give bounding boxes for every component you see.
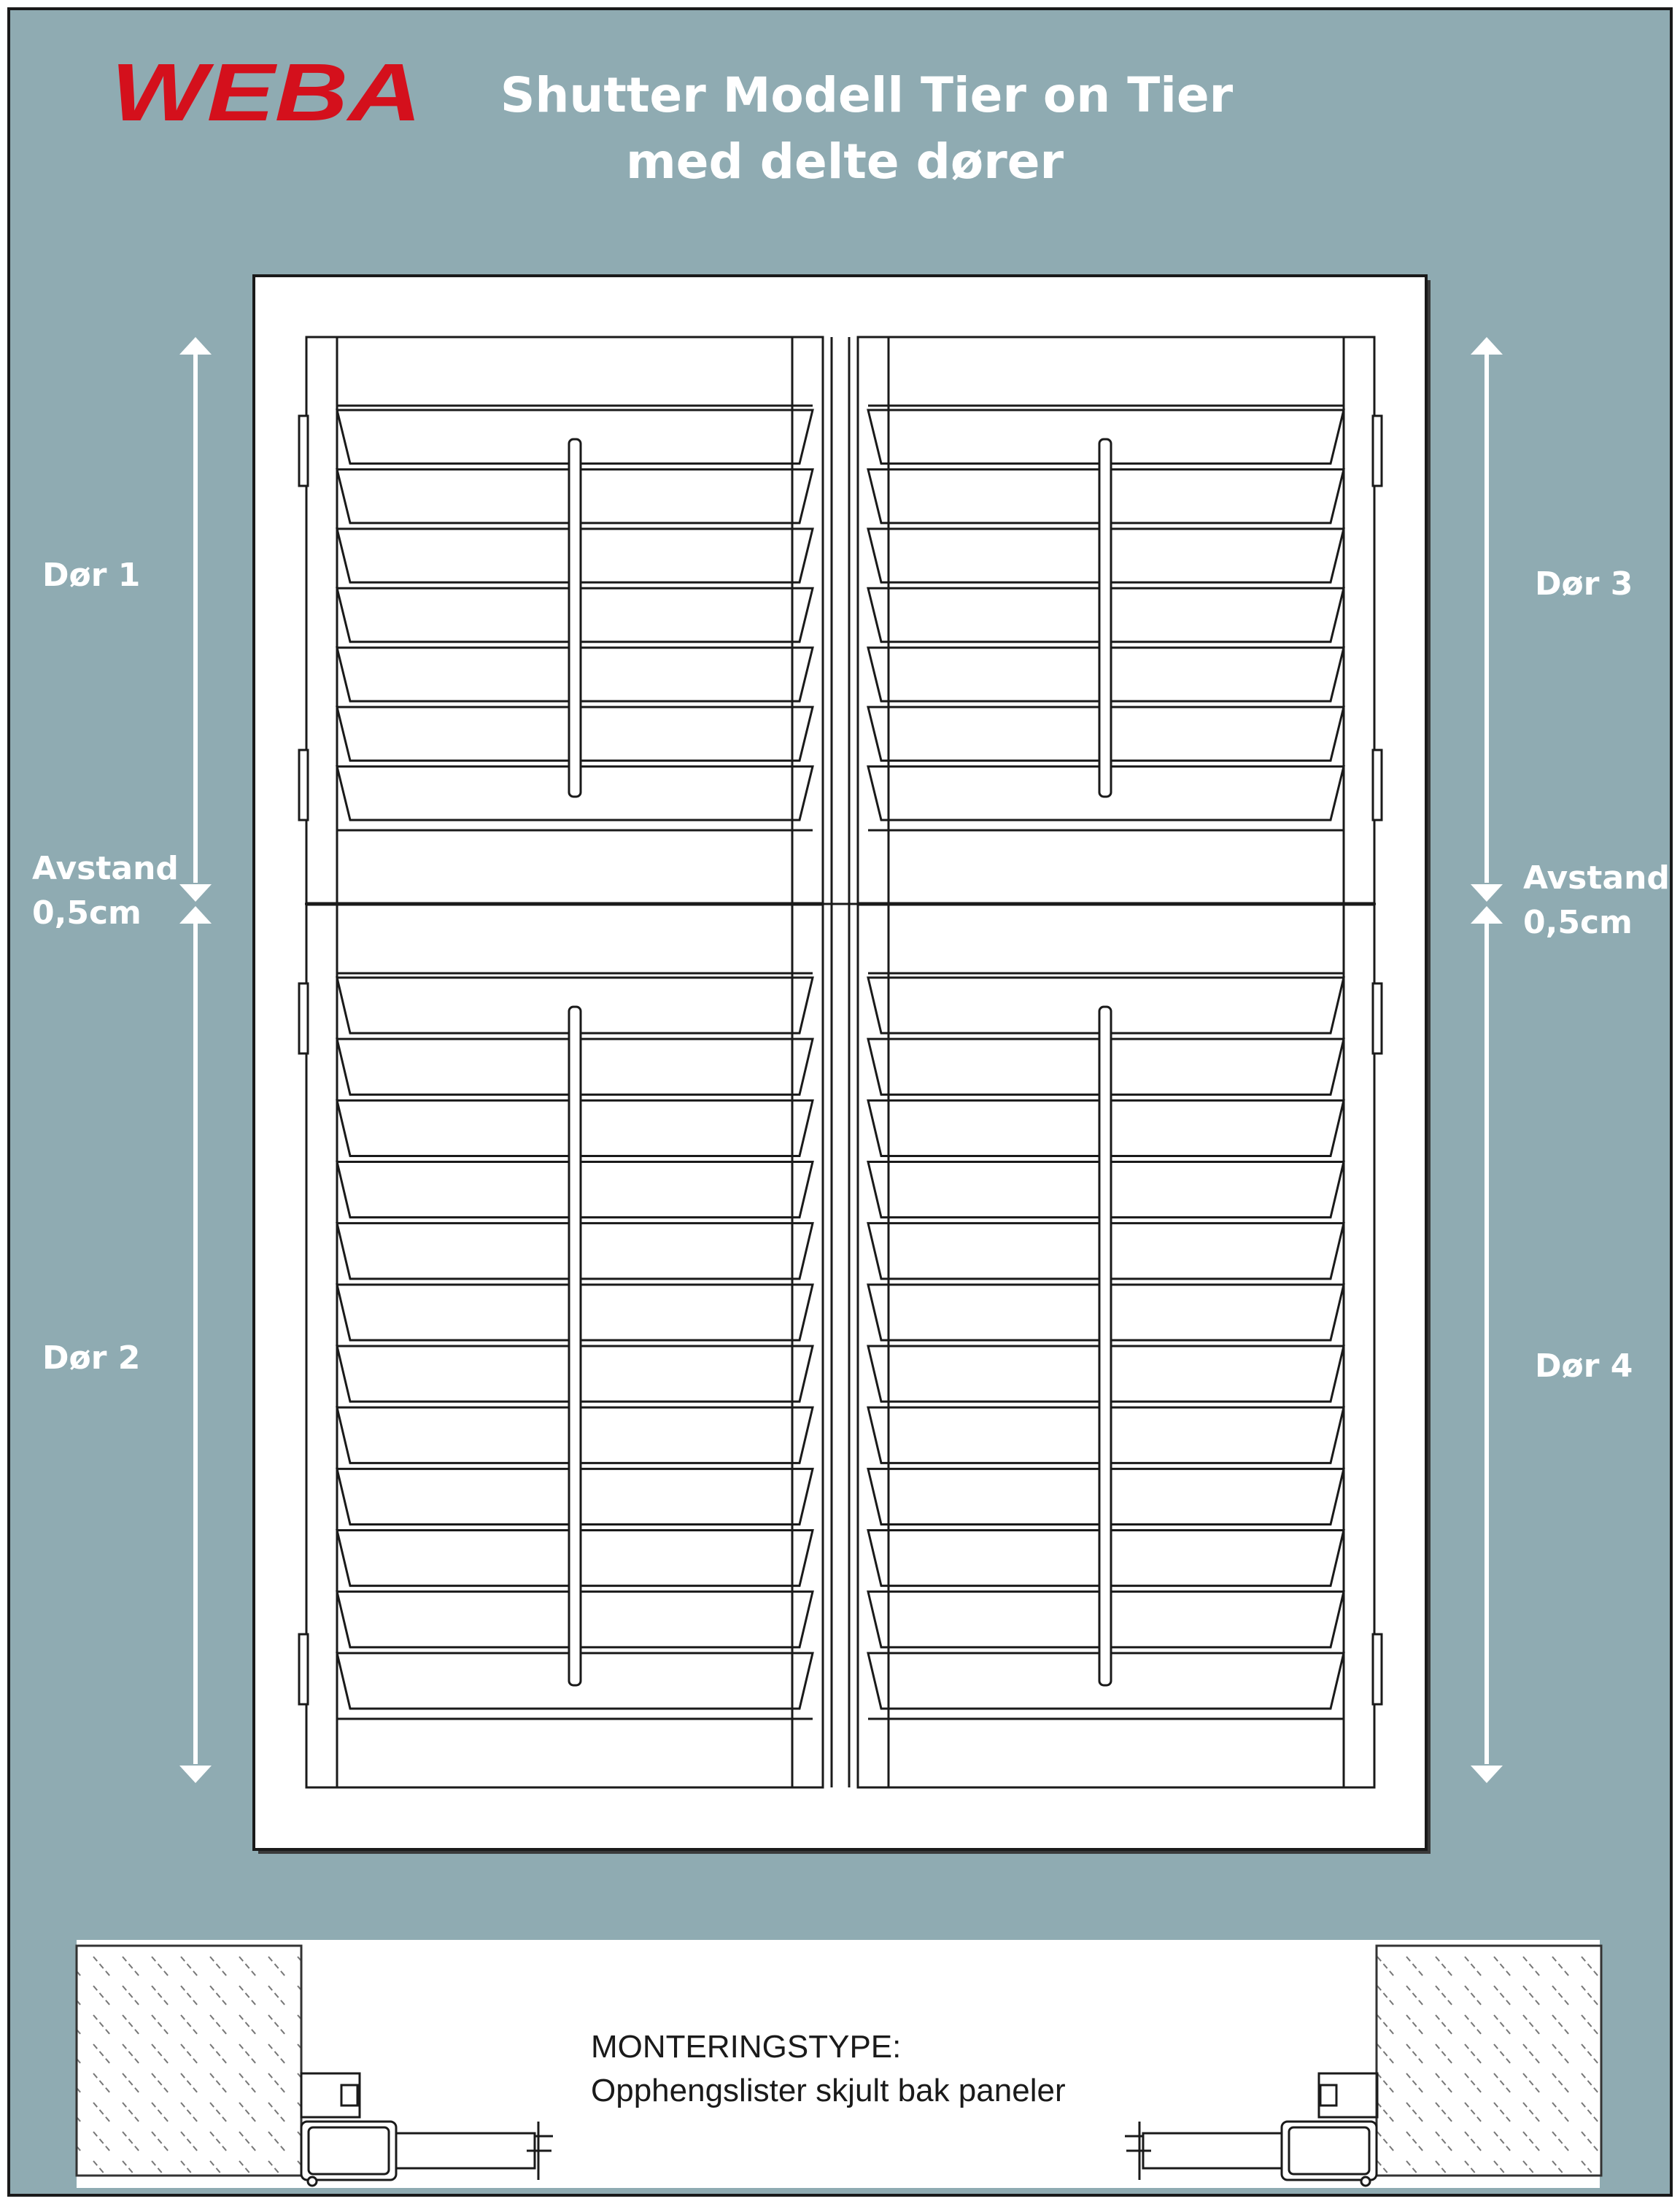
label-gap-left-2: 0,5cm <box>32 894 142 932</box>
door-1-tilt-rod <box>568 438 582 798</box>
door2-arrow-down <box>179 1766 212 1783</box>
right-dimensions <box>1471 337 1503 1783</box>
label-gap-left-1: Avstand <box>32 850 179 887</box>
door-4-tilt-rod <box>1098 1005 1112 1687</box>
door-2-louver <box>336 1161 814 1219</box>
door-2-hinge <box>298 982 309 1055</box>
mounting-heading: MONTERINGSTYPE: <box>591 2029 901 2065</box>
title-line-1: Shutter Modell Tier on Tier <box>500 67 1234 123</box>
door-4-louver <box>867 1161 1345 1219</box>
label-door2: Dør 2 <box>42 1339 140 1377</box>
mounting-description: Opphengslister skjult bak paneler <box>591 2073 1066 2108</box>
door-3-louver <box>867 705 1345 762</box>
door-2-louver <box>336 1529 814 1588</box>
mounting-detail: MONTERINGSTYPE: Opphengslister skjult ba… <box>75 1940 1603 2188</box>
right-wall-hatch <box>1375 1944 1603 2177</box>
door-3-louver <box>867 587 1345 643</box>
door4-arrow-up <box>1471 906 1503 924</box>
door-3-hinge <box>1371 414 1383 487</box>
door-3-louver <box>867 527 1345 584</box>
label-door3: Dør 3 <box>1535 565 1633 603</box>
label-door1: Dør 1 <box>42 557 140 594</box>
door-1-louver <box>336 765 814 821</box>
door-1-hinge <box>298 414 309 487</box>
left-dimensions <box>179 337 212 1783</box>
left-wall-hatch <box>75 1944 303 2177</box>
door-1-louver <box>336 527 814 584</box>
door3-arrow-up <box>1471 337 1503 355</box>
door-1-louver <box>336 587 814 643</box>
door3-arrow-down <box>1471 884 1503 902</box>
door-2-louver <box>336 1345 814 1403</box>
door-3-louver <box>867 765 1345 821</box>
label-gap-right-2: 0,5cm <box>1523 904 1633 941</box>
shutter-frame <box>252 274 1428 1851</box>
door-1-louver <box>336 705 814 762</box>
door-2-tilt-rod <box>568 1005 582 1687</box>
door-3-louver <box>867 646 1345 703</box>
mounting-panel <box>77 1940 1600 2188</box>
door-1-louver <box>336 409 814 465</box>
door-4-louver <box>867 1406 1345 1464</box>
door-2-hinge <box>298 1633 309 1706</box>
door2-arrow-up <box>179 906 212 924</box>
door-2-louver <box>336 976 814 1035</box>
door-2-louver <box>336 1037 814 1096</box>
door-4-louver <box>867 1467 1345 1526</box>
door-4-louver <box>867 1222 1345 1280</box>
weba-logo: WEBA <box>111 47 422 138</box>
door1-arrow-up <box>179 337 212 355</box>
door-4-louver <box>867 1529 1345 1588</box>
door-4-hinge <box>1371 1633 1383 1706</box>
door1-arrow-down <box>179 884 212 902</box>
door-4-louver <box>867 1345 1345 1403</box>
door-4-louver <box>867 976 1345 1035</box>
door4-arrow-down <box>1471 1766 1503 1783</box>
door-1-louver <box>336 468 814 525</box>
door-4-louver <box>867 1590 1345 1649</box>
door-4-hinge <box>1371 982 1383 1055</box>
right-hinge-profile <box>1125 2072 1379 2187</box>
door-3-louver <box>867 468 1345 525</box>
label-gap-right-1: Avstand <box>1523 859 1670 897</box>
door-2-louver <box>336 1283 814 1342</box>
door-2-louver <box>336 1406 814 1464</box>
door-2-louver <box>336 1099 814 1157</box>
title-line-2: med delte dører <box>626 134 1064 190</box>
door-2-louver <box>336 1590 814 1649</box>
door-4-louver <box>867 1652 1345 1710</box>
door-4-louver <box>867 1283 1345 1342</box>
shutter-drawing <box>298 336 1383 1789</box>
door-3-louver <box>867 409 1345 465</box>
door-2-louver <box>336 1467 814 1526</box>
door-4-louver <box>867 1037 1345 1096</box>
door-3-tilt-rod <box>1098 438 1112 798</box>
door-2-louver <box>336 1222 814 1280</box>
label-door4: Dør 4 <box>1535 1347 1633 1385</box>
door-3-hinge <box>1371 749 1383 821</box>
door-2-louver <box>336 1652 814 1710</box>
door-4-louver <box>867 1099 1345 1157</box>
left-hinge-profile <box>300 2072 553 2187</box>
door-1-louver <box>336 646 814 703</box>
door-1-hinge <box>298 749 309 821</box>
